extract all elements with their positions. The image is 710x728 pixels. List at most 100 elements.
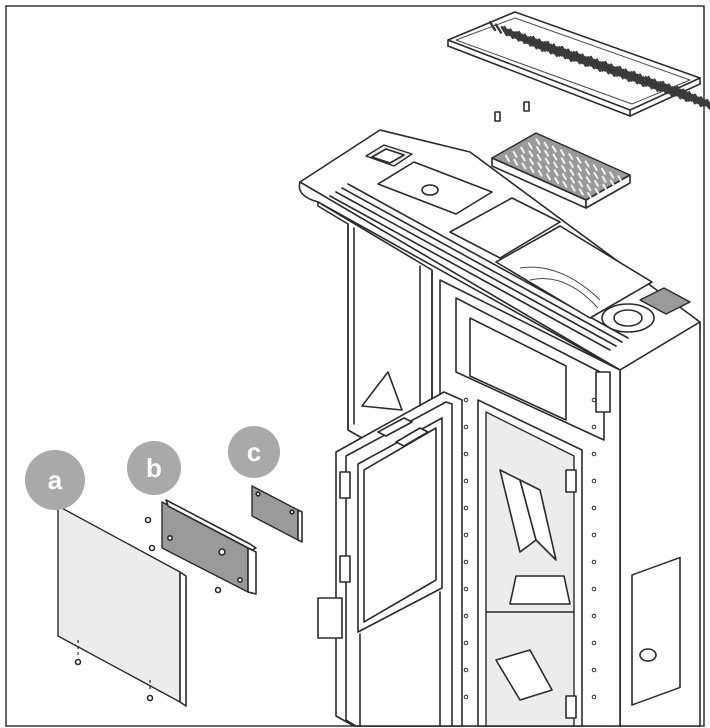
grille-slot (536, 146, 541, 154)
grille-slot (537, 169, 543, 177)
grille-slot (550, 46, 559, 58)
grille-slot (604, 63, 613, 75)
grille-slot (694, 96, 703, 108)
grille-slot (688, 94, 697, 105)
grille-slot (494, 23, 503, 34)
grille-slot (555, 46, 564, 57)
stove-body (298, 129, 701, 727)
screw (591, 532, 597, 538)
grille-slot (500, 26, 509, 37)
screw (591, 559, 597, 565)
grille-slot (582, 56, 590, 67)
screw (591, 613, 597, 619)
grille-slot (594, 187, 600, 195)
grille-slot (674, 89, 682, 100)
grille-slot (573, 54, 581, 65)
screw (591, 397, 597, 403)
grille-slot (590, 58, 598, 70)
grille-slot (506, 28, 515, 40)
grille-slot (587, 59, 596, 70)
grille-slot (526, 36, 535, 47)
grille-slot (703, 99, 710, 110)
panel-c (251, 485, 303, 543)
grille-slot (659, 84, 668, 95)
grille-slot (553, 169, 559, 177)
grille-slot (532, 38, 541, 50)
grille-slot (561, 165, 567, 173)
grille-slot (567, 51, 576, 62)
grille-slot (697, 96, 705, 107)
grille-slot (559, 49, 567, 60)
grille-slot (579, 56, 587, 68)
grille-slot (676, 88, 685, 100)
panel-a (57, 505, 187, 707)
label-badge-b: b (127, 441, 181, 495)
top-grille-slots (488, 20, 710, 110)
grille-slot (705, 98, 710, 108)
grille-slot (560, 157, 566, 165)
grille-slot (568, 153, 574, 160)
grille-slot (569, 168, 575, 176)
top-rails (329, 183, 629, 351)
grille-slot (648, 78, 656, 90)
grille-slot (509, 28, 517, 39)
grille-slot (544, 157, 550, 165)
screw (591, 478, 597, 484)
grille-slot (552, 153, 558, 161)
screw (463, 505, 469, 511)
grille-slot (584, 56, 592, 67)
grille-slot (554, 177, 560, 185)
grille-slot (577, 172, 583, 180)
grille-slot (587, 192, 592, 199)
grille-slot (520, 146, 526, 154)
grille-slot (561, 173, 567, 180)
grille-slot (578, 180, 584, 188)
grille-slot (651, 81, 659, 93)
grille-slot (627, 71, 636, 82)
screw (463, 451, 469, 457)
grille-slot (515, 31, 523, 42)
grille-slot (601, 175, 607, 183)
screw (591, 586, 597, 592)
grille-slot (585, 176, 591, 184)
grille-slot (601, 167, 606, 175)
grille-slot (577, 164, 582, 172)
grille-slot (536, 154, 542, 161)
grille-slot (521, 33, 529, 45)
screw (463, 640, 469, 646)
grille-slot (699, 96, 708, 107)
grille-slot (543, 141, 549, 149)
grille-slot (592, 164, 598, 172)
grille-slot (546, 173, 551, 181)
top-grille-plate (447, 11, 710, 117)
screw (463, 397, 469, 403)
frame-screws (463, 397, 597, 700)
panel-b (144, 499, 257, 595)
grille-slot (527, 142, 533, 150)
screw (591, 424, 597, 430)
grille-slot (645, 79, 653, 90)
grille-slot (685, 91, 693, 102)
grille-slot (562, 180, 568, 188)
grille-slot (568, 160, 574, 168)
grille-slot (668, 86, 676, 97)
screw (463, 424, 469, 430)
grille-slot (578, 188, 584, 196)
screw (591, 694, 597, 700)
grille-slot (625, 71, 633, 82)
open-door (317, 371, 463, 727)
screw (463, 613, 469, 619)
grille-slot (609, 179, 615, 187)
grille-slot (535, 138, 541, 146)
label-badge-a: a (25, 450, 85, 510)
grille-slot (631, 74, 639, 85)
grille-slot (529, 166, 535, 174)
screw (463, 478, 469, 484)
grille-slot (512, 150, 518, 158)
grille-slot (656, 81, 664, 92)
label-b: b (146, 453, 162, 483)
screw (463, 667, 469, 673)
grille-slot (633, 73, 642, 85)
grille-slot (521, 162, 527, 170)
